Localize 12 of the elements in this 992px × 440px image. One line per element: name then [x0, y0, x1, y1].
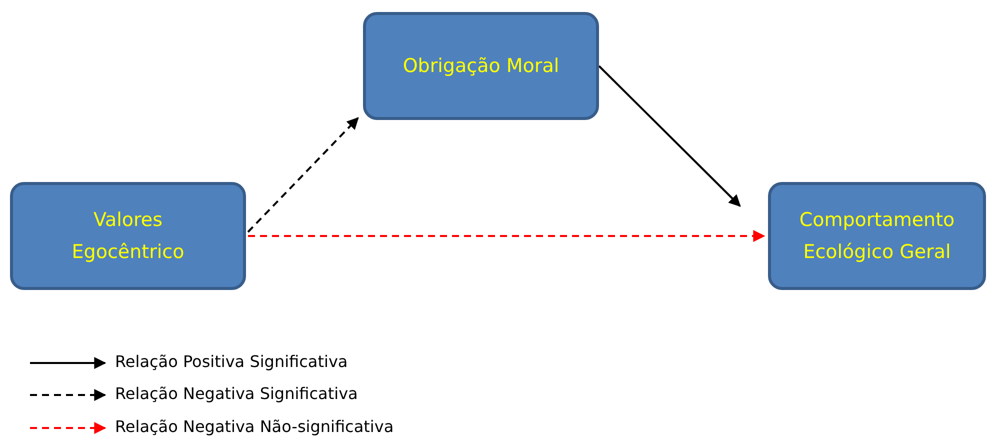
concept-label: Obrigação Moral	[402, 54, 560, 79]
legend-label: Relação Negativa Não-significativa	[115, 417, 394, 436]
concept-label: Valores Egocêntrico	[70, 208, 186, 265]
legend-label: Relação Negativa Significativa	[115, 384, 358, 403]
concept-box	[363, 12, 599, 120]
arrow	[248, 230, 766, 242]
concept-box	[768, 182, 986, 290]
concept-box	[10, 182, 246, 290]
arrow	[598, 65, 741, 207]
concept-label: Comportamento Ecológico Geral	[798, 208, 956, 265]
arrow	[247, 117, 359, 233]
legend-label: Relação Positiva Significativa	[115, 352, 348, 371]
